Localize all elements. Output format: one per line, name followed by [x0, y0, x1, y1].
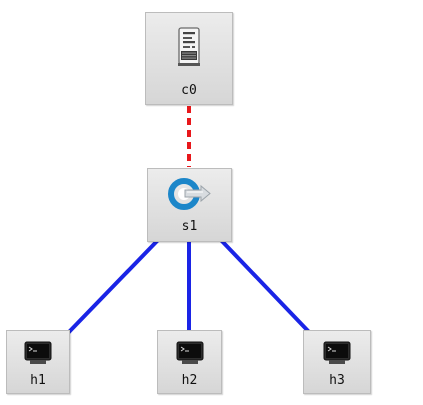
node-s1[interactable]: s1 [147, 168, 232, 242]
link-s1-h1[interactable] [66, 236, 162, 335]
node-h2[interactable]: h2 [157, 330, 222, 394]
node-h1[interactable]: h1 [6, 330, 70, 394]
node-c0[interactable]: c0 [145, 12, 233, 105]
terminal-icon [7, 341, 69, 365]
node-label-h3: h3 [329, 373, 345, 388]
node-label-c0: c0 [181, 83, 197, 98]
node-label-s1: s1 [181, 219, 198, 234]
node-label-h2: h2 [181, 373, 198, 388]
node-label-h1: h1 [30, 373, 46, 388]
link-s1-h3[interactable] [217, 236, 312, 335]
switch-icon [148, 177, 231, 211]
server-icon [146, 27, 232, 67]
terminal-icon [304, 341, 370, 365]
node-h3[interactable]: h3 [303, 330, 371, 394]
terminal-icon [158, 341, 221, 365]
